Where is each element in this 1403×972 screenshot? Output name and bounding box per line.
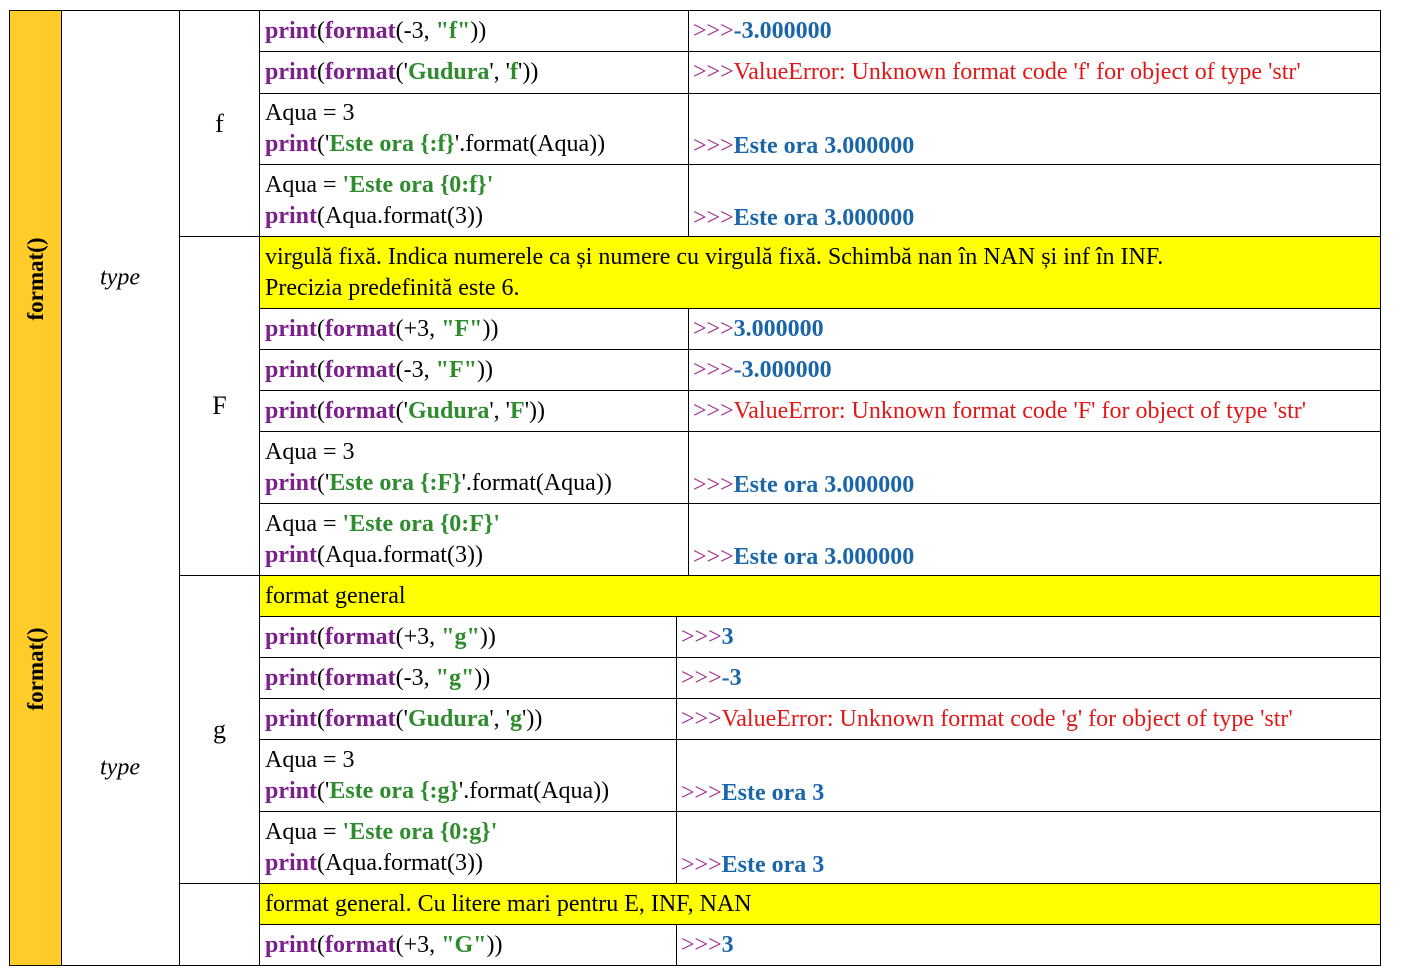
- table-row: print(format(-3, "F")) >>>-3.000000: [259, 349, 1381, 391]
- output-cell: >>>Este ora 3: [676, 740, 1380, 811]
- output-cell: >>>ValueError: Unknown format code 'F' f…: [688, 391, 1380, 431]
- table-row: print(format(+3, "g")) >>>3: [259, 616, 1381, 658]
- sidebar-label-top: format(): [22, 237, 48, 321]
- output-cell: >>>ValueError: Unknown format code 'g' f…: [676, 699, 1380, 739]
- table-row: print(format('Gudura', 'f')) >>>ValueErr…: [259, 51, 1381, 94]
- description-row-g: format general: [259, 575, 1381, 617]
- table-row: Aqua = 'Este ora {0:g}'print(Aqua.format…: [259, 811, 1381, 884]
- table-row: print(format(+3, "F")) >>>3.000000: [259, 308, 1381, 350]
- output-cell: >>>-3.000000: [688, 350, 1380, 390]
- code-cell: print(format(+3, "G")): [265, 931, 503, 958]
- output-cell: >>>Este ora 3.000000: [688, 432, 1380, 503]
- code-cell: print(format(+3, "F")): [265, 315, 499, 342]
- code-cell-G: [179, 883, 260, 966]
- type-label-bottom: type: [100, 754, 140, 781]
- table-row: print(format('Gudura', 'g')) >>>ValueErr…: [259, 698, 1381, 740]
- output-cell: >>>Este ora 3: [676, 812, 1380, 883]
- table-row: print(format(+3, "G")) >>>3: [259, 924, 1381, 966]
- code-cell: print(format(-3, "f")): [265, 17, 487, 44]
- output-cell: >>>Este ora 3.000000: [688, 165, 1380, 236]
- code-cell: Aqua = 'Este ora {0:F}'print(Aqua.format…: [265, 510, 501, 568]
- description-text: virgulă fixă. Indica numerele ca și nume…: [265, 243, 1164, 301]
- description-text: format general: [265, 582, 406, 609]
- sidebar-format: format() format(): [9, 10, 62, 966]
- code-cell-f: f: [179, 10, 260, 237]
- description-row-F: virgulă fixă. Indica numerele ca și nume…: [259, 236, 1381, 309]
- output-cell: >>>Este ora 3.000000: [688, 94, 1380, 164]
- output-cell: >>>-3: [676, 658, 1380, 698]
- code-cell: print(format(-3, "F")): [265, 356, 493, 383]
- table-row: print(format(-3, "g")) >>>-3: [259, 657, 1381, 699]
- table-row: print(format('Gudura', 'F')) >>>ValueErr…: [259, 390, 1381, 432]
- code-cell: print(format(+3, "g")): [265, 623, 496, 650]
- output-cell: >>>3.000000: [688, 309, 1380, 349]
- output-cell: >>>3: [676, 925, 1380, 965]
- type-column: type type: [61, 10, 180, 966]
- output-cell: >>>-3.000000: [688, 11, 1380, 51]
- code-cell: print(format(-3, "g")): [265, 664, 491, 691]
- table-row: print(format(-3, "f")) >>>-3.000000: [259, 10, 1381, 52]
- type-label-top: type: [100, 264, 140, 291]
- table-row: Aqua = 'Este ora {0:F}'print(Aqua.format…: [259, 503, 1381, 576]
- output-cell: >>>Este ora 3.000000: [688, 504, 1380, 575]
- sidebar-label-bottom: format(): [22, 627, 48, 711]
- code-cell: print(format('Gudura', 'F')): [265, 397, 545, 424]
- code-cell-F: F: [179, 236, 260, 576]
- code-cell-g: g: [179, 575, 260, 884]
- code-cell: Aqua = 'Este ora {0:g}'print(Aqua.format…: [265, 818, 498, 876]
- output-cell: >>>ValueError: Unknown format code 'f' f…: [688, 52, 1380, 93]
- description-text: format general. Cu litere mari pentru E,…: [265, 890, 752, 917]
- code-cell: print(format('Gudura', 'f')): [265, 59, 539, 85]
- code-cell: Aqua = 'Este ora {0:f}'print(Aqua.format…: [265, 171, 494, 229]
- table-row: Aqua = 'Este ora {0:f}'print(Aqua.format…: [259, 164, 1381, 237]
- output-cell: >>>3: [676, 617, 1380, 657]
- description-row-G: format general. Cu litere mari pentru E,…: [259, 883, 1381, 925]
- code-cell: print(format('Gudura', 'g')): [265, 705, 543, 732]
